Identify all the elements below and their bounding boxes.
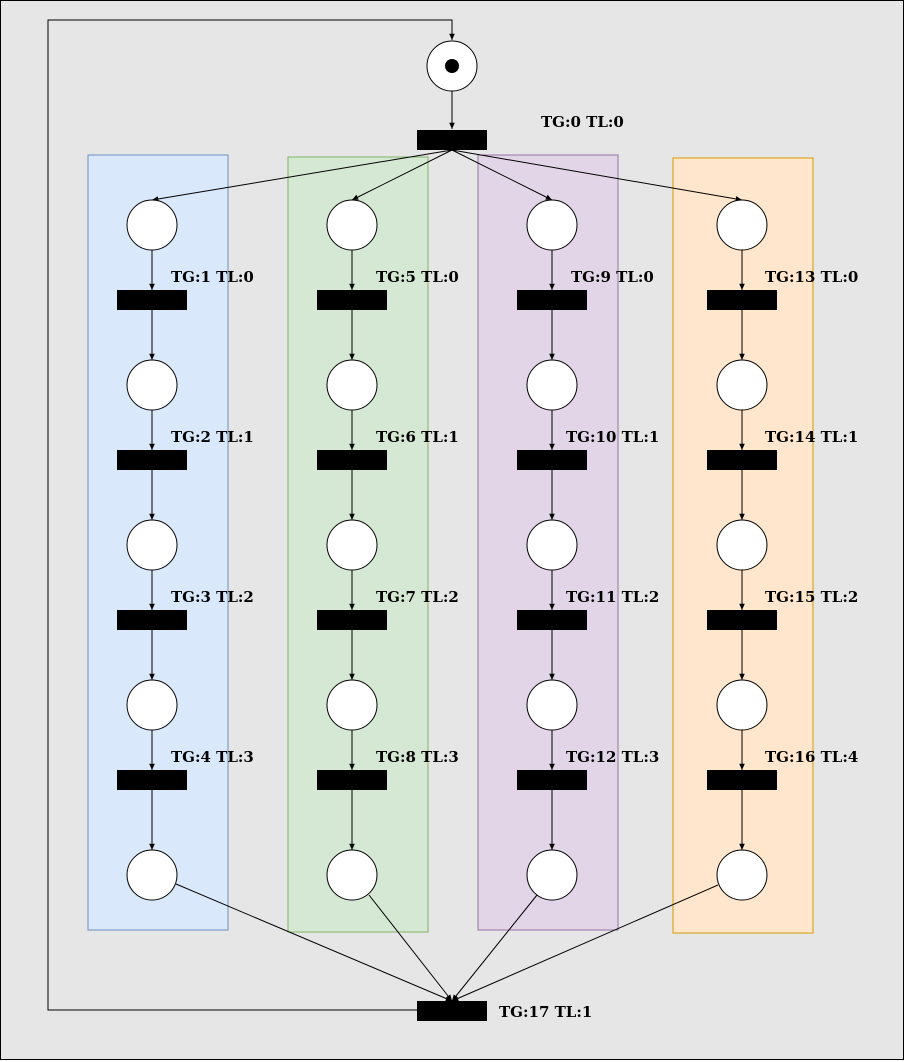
label-t1: TG:1 TL:0	[171, 268, 254, 286]
place-lane-1-4	[126, 679, 178, 731]
transition-lane-4-4	[707, 770, 777, 790]
arc-t0-to-lane-3	[451, 149, 553, 201]
transition-lane-1-4	[117, 770, 187, 790]
transition-lane-1-1	[117, 290, 187, 310]
place-lane-2-5	[326, 849, 378, 901]
transition-lane-1-3	[117, 610, 187, 630]
place-lane-1-2	[126, 359, 178, 411]
place-lane-4-4	[716, 679, 768, 731]
arc-t0-to-lane-1	[151, 149, 453, 202]
arc-loop-back	[47, 19, 455, 1011]
nodes	[117, 130, 777, 1021]
place-lane-4-2	[716, 359, 768, 411]
place-lane-4-5	[716, 849, 768, 901]
arc-lane-4-to-t17	[451, 884, 719, 1002]
place-lane-1-3	[126, 519, 178, 571]
transition-lane-3-3	[517, 610, 587, 630]
label-t0: TG:0 TL:0	[541, 113, 624, 131]
label-t7: TG:7 TL:2	[376, 588, 459, 606]
transition-lane-2-2	[317, 450, 387, 470]
transition-lane-2-3	[317, 610, 387, 630]
label-t12: TG:12 TL:3	[566, 748, 659, 766]
place-lane-3-3	[526, 519, 578, 571]
transition-lane-4-2	[707, 450, 777, 470]
label-t3: TG:3 TL:2	[171, 588, 254, 606]
transition-lane-4-1	[707, 290, 777, 310]
label-t5: TG:5 TL:0	[376, 268, 459, 286]
label-t6: TG:6 TL:1	[376, 428, 459, 446]
place-lane-2-4	[326, 679, 378, 731]
place-lane-2-2	[326, 359, 378, 411]
place-lane-2-3	[326, 519, 378, 571]
transition-lane-3-2	[517, 450, 587, 470]
place-lane-2-1	[326, 199, 378, 251]
transition-lane-2-4	[317, 770, 387, 790]
start-place-token	[445, 59, 459, 73]
arc-lane-3-to-t17	[451, 894, 538, 1002]
place-lane-3-5	[526, 849, 578, 901]
arc-lane-2-to-t17	[368, 894, 453, 1002]
transition-t17	[417, 1001, 487, 1021]
arc-lane-1-to-t17	[175, 883, 453, 1002]
label-t9: TG:9 TL:0	[571, 268, 654, 286]
transition-t0	[417, 130, 487, 150]
transition-lane-3-1	[517, 290, 587, 310]
place-lane-3-4	[526, 679, 578, 731]
transition-lane-1-2	[117, 450, 187, 470]
place-lane-3-1	[526, 199, 578, 251]
label-t4: TG:4 TL:3	[171, 748, 254, 766]
label-t2: TG:2 TL:1	[171, 428, 254, 446]
arcs	[47, 19, 745, 1011]
place-lane-1-5	[126, 849, 178, 901]
transition-lane-2-1	[317, 290, 387, 310]
label-t8: TG:8 TL:3	[376, 748, 459, 766]
arc-t0-to-lane-2	[351, 149, 453, 201]
arc-t0-to-lane-4	[451, 149, 743, 202]
label-t13: TG:13 TL:0	[765, 268, 858, 286]
label-t15: TG:15 TL:2	[765, 588, 858, 606]
place-lane-4-3	[716, 519, 768, 571]
label-t11: TG:11 TL:2	[566, 588, 659, 606]
label-t14: TG:14 TL:1	[765, 428, 858, 446]
label-t17: TG:17 TL:1	[499, 1003, 592, 1021]
place-lane-3-2	[526, 359, 578, 411]
label-t16: TG:16 TL:4	[765, 748, 858, 766]
label-t10: TG:10 TL:1	[566, 428, 659, 446]
transition-lane-3-4	[517, 770, 587, 790]
place-lane-1-1	[126, 199, 178, 251]
transition-lane-4-3	[707, 610, 777, 630]
place-lane-4-1	[716, 199, 768, 251]
